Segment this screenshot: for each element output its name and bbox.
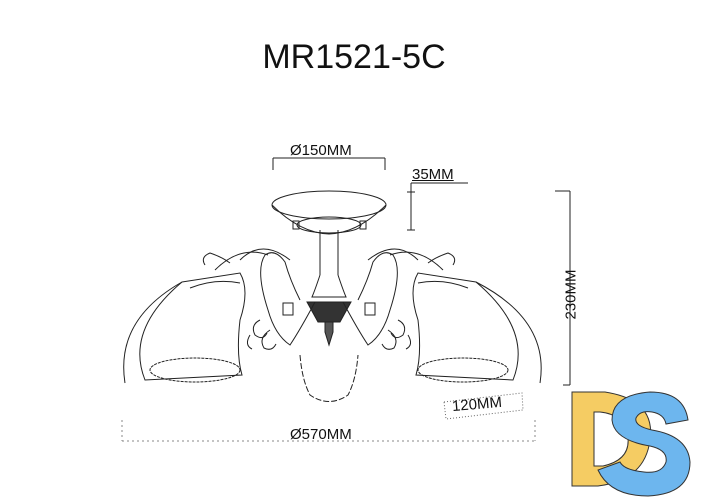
canopy (271, 190, 387, 235)
ds-logo (571, 391, 691, 497)
total-height-label: 230MM (562, 269, 580, 320)
center-bowl (299, 354, 359, 402)
stem (306, 230, 352, 347)
dim-canopy-height (407, 182, 468, 231)
shade-left (123, 272, 246, 384)
canopy-height-label: 35MM (412, 166, 454, 183)
shade-right (412, 272, 542, 384)
total-diameter-label: Ø570MM (290, 426, 352, 443)
arm-left (202, 248, 316, 350)
dim-canopy-diameter (272, 157, 386, 170)
dim-total-diameter (121, 420, 536, 442)
arm-right (342, 248, 456, 350)
dim-total-height (555, 190, 571, 386)
logo-s (597, 391, 691, 497)
canopy-diameter-label: Ø150MM (290, 142, 352, 159)
model-title: MR1521-5C (262, 38, 446, 76)
